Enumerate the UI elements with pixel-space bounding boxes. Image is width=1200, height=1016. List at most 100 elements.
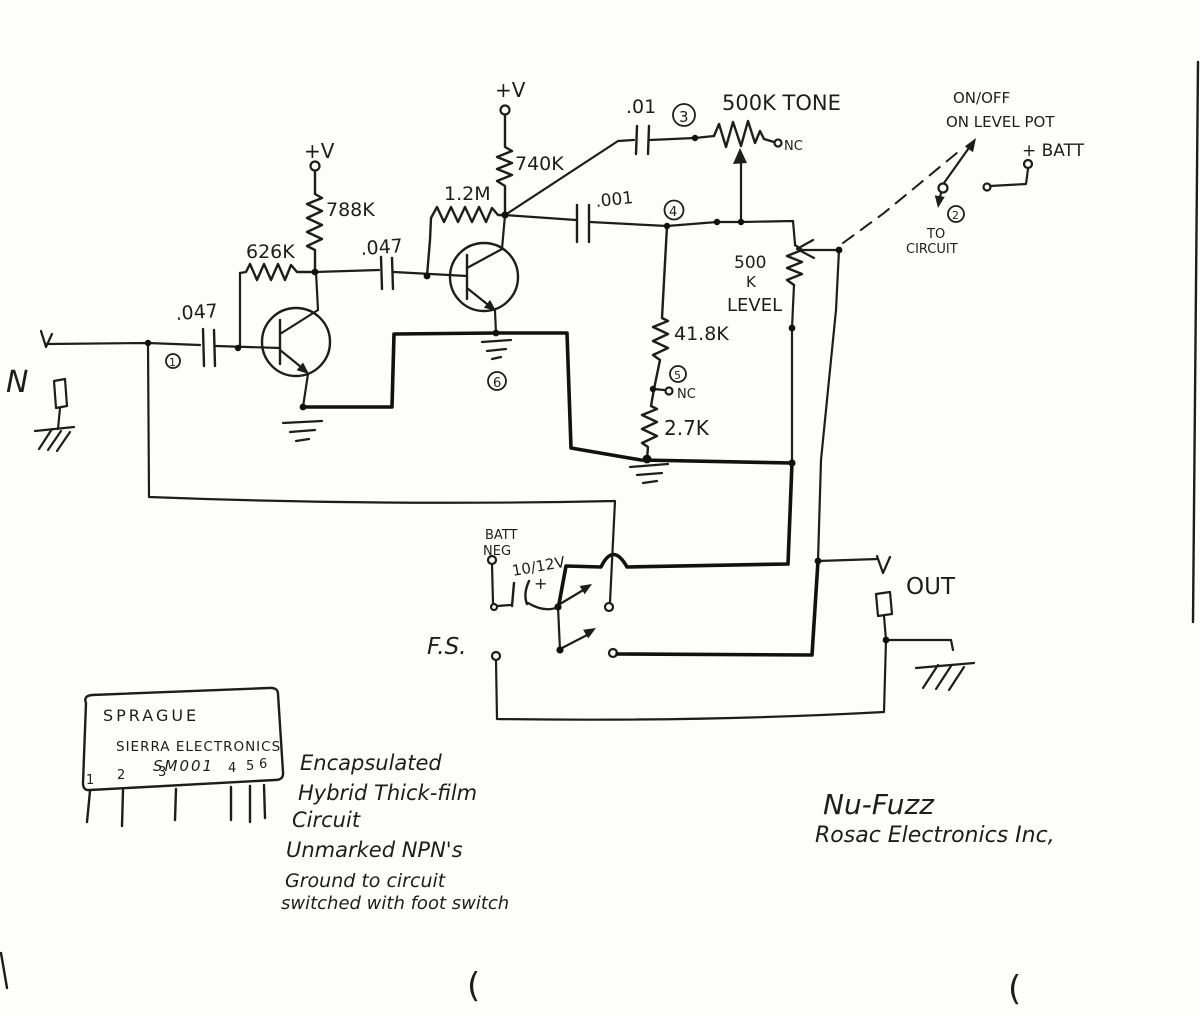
r788k-label: 788K [326, 199, 375, 221]
input-bypass-wire [146, 341, 617, 604]
throw2-to-output-wire [615, 559, 820, 657]
resistor-2-7k-icon [640, 387, 659, 461]
node-4-label: 4 [669, 205, 677, 220]
vplus-q1-label: +V [304, 139, 335, 163]
level-pot: 500 K LEVEL [727, 238, 841, 465]
mechanical-link-dashed [842, 151, 959, 244]
node-3-label: 3 [679, 108, 689, 126]
chip-maker-label: SIERRA ELECTRONICS [116, 739, 281, 755]
batt-cap-plate-neg [510, 581, 516, 608]
transistor-q1-icon [260, 270, 332, 409]
company-name: Rosac Electronics Inc, [815, 823, 1055, 848]
chip-pin-1: 1 [86, 773, 94, 788]
r2-7k-label: 2.7K [664, 416, 710, 440]
footswitch-pole2-arm [560, 632, 591, 650]
footswitch-pole1-arm [558, 587, 587, 606]
note-line-2: Hybrid Thick-film [298, 781, 477, 805]
interstage-wire [313, 268, 381, 274]
level-name-label: LEVEL [727, 295, 782, 316]
divider-ground-icon [628, 462, 670, 485]
vplus-q2-terminal [499, 104, 511, 116]
level-unit-label: K [746, 273, 757, 291]
r1-2m-label: 1.2M [444, 183, 491, 205]
rail-right [588, 219, 797, 246]
footswitch-pole2-arrow-icon [583, 628, 596, 639]
output-label: OUT [906, 574, 956, 600]
output-jack: OUT [494, 248, 976, 721]
chip-pin-2: 2 [117, 768, 125, 783]
notes: Encapsulated Hybrid Thick-film Circuit U… [281, 751, 509, 914]
node-1-circle [165, 353, 181, 369]
node-5-label: 5 [674, 369, 681, 382]
chip-pins-icon [85, 783, 267, 828]
q2-base-wire [392, 270, 469, 278]
switch-arrow-down-icon [934, 195, 945, 208]
switch-throw-terminal [982, 182, 992, 192]
input-jack: N [6, 329, 76, 453]
output-jack-sleeve-icon [874, 590, 894, 618]
switch-note-2: ON LEVEL POT [946, 113, 1055, 131]
node-4-circle [663, 199, 685, 221]
transistor-q2-icon [448, 213, 520, 335]
output-coupling: .001 4 [503, 188, 797, 246]
divider-nc-label: NC [677, 387, 696, 402]
ground-to-footswitch-wire [557, 461, 794, 606]
output-ground-icon [914, 661, 976, 692]
resistor-740k-icon [495, 113, 514, 217]
tone-pot-label: 500K TONE [722, 91, 841, 115]
switch-arrow-up-icon [964, 138, 976, 153]
node-2-label: 2 [952, 209, 959, 222]
tone-wiper-arrow-icon [733, 148, 747, 164]
r740k-label: 740K [515, 153, 564, 175]
note-line-6: switched with foot switch [281, 893, 509, 914]
chip-pin-4: 4 [228, 761, 236, 776]
resistor-626k-icon [238, 262, 317, 282]
chip-body-icon [81, 686, 285, 792]
output-tip-wire [816, 557, 880, 563]
vplus-q2-label: +V [495, 78, 526, 102]
output-jack-tip-icon [875, 554, 892, 575]
to-circuit-label-1: TO [926, 227, 945, 242]
cap-01-icon [634, 124, 651, 156]
ground-bus-wire [301, 331, 794, 465]
batt-neg-lead [490, 562, 495, 605]
cap-01-label: .01 [626, 96, 656, 118]
node-2-circle [947, 205, 965, 223]
node-6-label: 6 [493, 376, 501, 391]
output-sleeve-lead [882, 614, 888, 642]
cap-001-icon [575, 203, 591, 244]
node-3-circle [672, 103, 696, 127]
footswitch-pole1-arrow-icon [579, 584, 592, 595]
chip-drawing: SPRAGUE SIERRA ELECTRONICS SM001 1 2 3 4… [81, 686, 285, 828]
output-ground-wire [884, 638, 955, 652]
output-to-footswitch-loop [494, 638, 888, 721]
cap-047-interstage-label: .047 [360, 235, 404, 260]
level-value-label: 500 [734, 253, 766, 273]
batt-cap-polarity-label: + [534, 574, 547, 593]
input-wire [45, 341, 202, 347]
footswitch-pole-link [556, 605, 562, 652]
resistor-41-8k-icon [651, 224, 670, 391]
wiper-to-output-wire [816, 248, 841, 563]
input-ground-icon [33, 425, 76, 453]
page-edge-line [1191, 60, 1200, 624]
batt-positive-terminal [1022, 158, 1034, 170]
node-1-label: 1 [169, 356, 176, 369]
r626k-label: 626K [246, 241, 295, 263]
batt-neg-label-1: BATT [485, 528, 518, 543]
chip-pin-6: 6 [259, 757, 267, 772]
cap-001-label: .001 [594, 188, 634, 212]
ground-bus [301, 331, 794, 606]
resistor-1-2m-icon [425, 205, 507, 278]
batt-cap-to-switch [526, 601, 560, 611]
tone-wire [648, 134, 716, 142]
batt-positive-label: + BATT [1022, 141, 1085, 161]
chip-model-label: SM001 [153, 757, 214, 775]
divider-nc-terminal [664, 386, 674, 396]
q1-base-wire [214, 344, 282, 350]
tone-feed-wire [503, 138, 636, 217]
input-jack-tip-icon [39, 329, 54, 349]
to-circuit-label-2: CIRCUIT [906, 242, 958, 257]
